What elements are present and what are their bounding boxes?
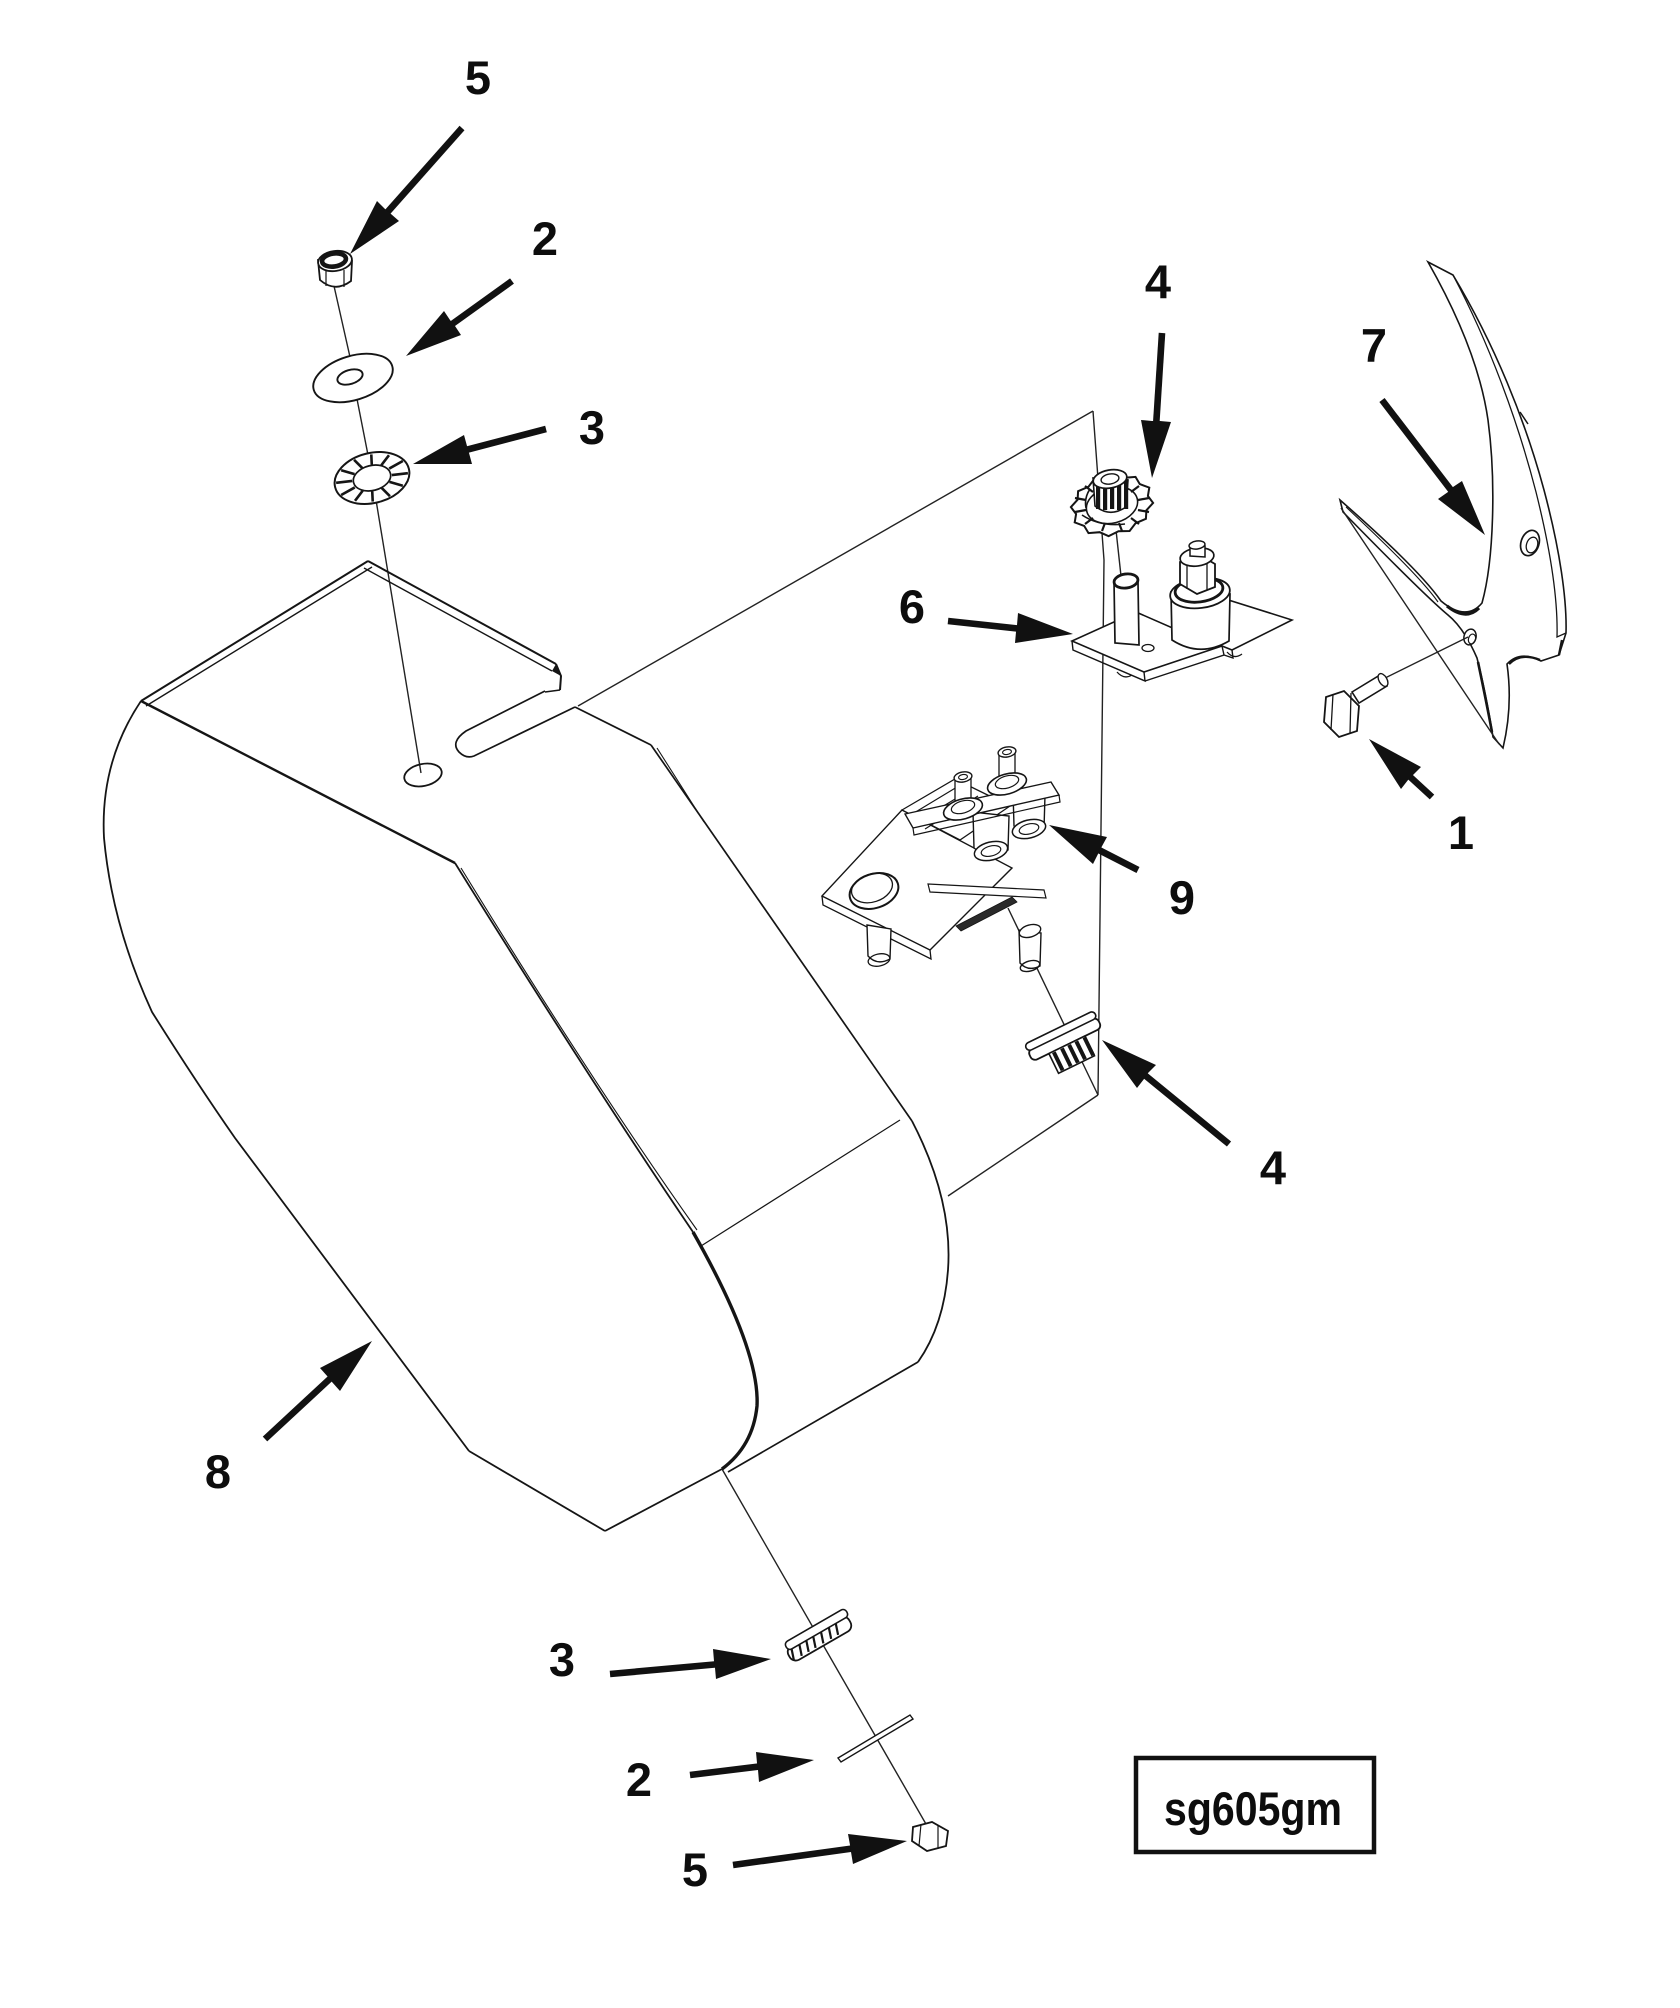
svg-text:1: 1 bbox=[1448, 806, 1474, 859]
svg-text:9: 9 bbox=[1169, 871, 1195, 924]
svg-text:5: 5 bbox=[465, 51, 491, 104]
svg-text:2: 2 bbox=[626, 1753, 652, 1806]
svg-text:sg605gm: sg605gm bbox=[1164, 1782, 1342, 1835]
svg-text:6: 6 bbox=[899, 580, 925, 633]
svg-text:3: 3 bbox=[579, 401, 605, 454]
svg-text:3: 3 bbox=[549, 1633, 575, 1686]
svg-text:5: 5 bbox=[682, 1843, 708, 1896]
svg-text:7: 7 bbox=[1361, 319, 1387, 372]
svg-text:2: 2 bbox=[532, 212, 558, 265]
svg-text:4: 4 bbox=[1260, 1141, 1286, 1194]
svg-text:8: 8 bbox=[205, 1445, 231, 1498]
svg-text:4: 4 bbox=[1145, 255, 1171, 308]
